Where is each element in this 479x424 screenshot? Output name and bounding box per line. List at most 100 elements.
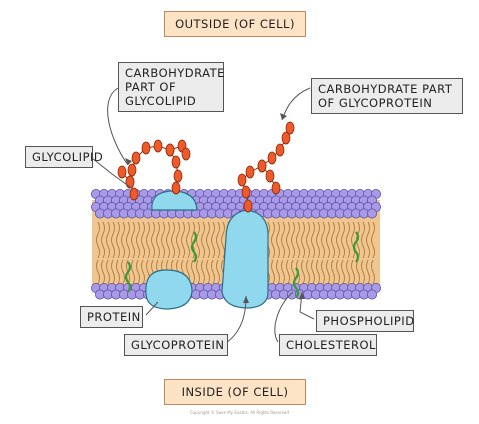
carbohydrate-unit xyxy=(117,165,127,179)
carbohydrate-unit xyxy=(125,175,135,189)
lipid-tail xyxy=(101,259,105,285)
lipid-tail xyxy=(116,259,120,285)
lipid-tail xyxy=(151,221,155,259)
lipid-tail xyxy=(336,259,340,285)
phospholipid-head xyxy=(366,208,377,219)
carbohydrate-unit xyxy=(265,169,275,183)
lipid-tail xyxy=(166,221,170,259)
lipid-tail xyxy=(281,221,285,259)
lipid-tail xyxy=(366,259,370,285)
lipid-tail xyxy=(371,221,375,259)
lipid-tail xyxy=(271,221,275,259)
lipid-tail xyxy=(101,221,105,259)
carbohydrate-unit xyxy=(129,187,139,201)
lipid-tail xyxy=(286,221,290,259)
lipid-tail xyxy=(301,259,305,285)
lipid-tail xyxy=(351,259,355,285)
carb-glycolipid-line-3: GLYCOLIPID xyxy=(125,94,197,108)
lipid-tail xyxy=(176,221,180,259)
lipid-tail xyxy=(286,259,290,285)
lipid-tail xyxy=(141,221,145,259)
lipid-tail xyxy=(311,259,315,285)
lipid-tails xyxy=(96,221,375,285)
glycoprotein-label: GLYCOPROTEIN xyxy=(124,334,228,356)
glycolipid-label: GLYCOLIPID xyxy=(25,146,103,168)
lipid-tail xyxy=(291,221,295,259)
lipid-tail xyxy=(161,221,165,259)
lipid-tail xyxy=(281,259,285,285)
carbohydrate-unit xyxy=(245,165,255,179)
lipid-tail xyxy=(271,259,275,285)
outside-cell-text: OUTSIDE (OF CELL) xyxy=(175,17,295,31)
lipid-tail xyxy=(211,221,215,259)
glycolipid-text: GLYCOLIPID xyxy=(32,150,104,164)
lipid-tail xyxy=(216,259,220,285)
lipid-tail xyxy=(191,259,195,285)
phospholipid-text: PHOSPHOLIPID xyxy=(323,314,415,328)
carbohydrate-unit xyxy=(181,147,191,161)
lipid-tail xyxy=(196,259,200,285)
carbohydrate-unit xyxy=(243,199,253,213)
glycoprotein-shape xyxy=(221,209,269,309)
lipid-tail xyxy=(96,221,100,259)
carb-glycoprotein-line-1: CARBOHYDRATE PART xyxy=(318,82,453,96)
protein-label: PROTEIN xyxy=(80,306,143,328)
lipid-tail xyxy=(331,259,335,285)
lipid-tail xyxy=(311,221,315,259)
lipid-tail xyxy=(356,259,360,285)
carbohydrate-unit xyxy=(127,163,137,177)
lipid-tail xyxy=(186,221,190,259)
cholesterol-squiggle xyxy=(292,267,300,299)
protein-top xyxy=(151,190,198,211)
lipid-tail xyxy=(131,259,135,285)
pointer-arrowheads xyxy=(125,113,305,303)
carbohydrate-unit xyxy=(267,151,277,165)
lipid-tail xyxy=(121,259,125,285)
carbohydrate-chains xyxy=(117,121,295,213)
lipid-tail xyxy=(156,221,160,259)
lipid-tail xyxy=(141,259,145,285)
carbohydrate-unit xyxy=(257,159,267,173)
lipid-tail xyxy=(181,221,185,259)
lipid-tail xyxy=(336,221,340,259)
lipid-tail xyxy=(136,259,140,285)
lipid-tail xyxy=(106,259,110,285)
lipid-tail xyxy=(146,221,150,259)
lipid-tail xyxy=(276,259,280,285)
lipid-tail xyxy=(306,221,310,259)
phospholipid-head xyxy=(366,289,377,300)
carbohydrate-unit xyxy=(165,143,175,157)
carb-glycolipid-line-1: CARBOHYDRATE xyxy=(125,66,225,80)
lipid-tail xyxy=(321,259,325,285)
lipid-tail xyxy=(326,259,330,285)
lipid-tail xyxy=(361,259,365,285)
lipid-tail xyxy=(361,221,365,259)
carbohydrate-unit xyxy=(131,151,141,165)
lipid-tail xyxy=(96,259,100,285)
carbohydrate-unit xyxy=(281,131,291,145)
carbohydrate-unit xyxy=(285,121,295,135)
carbohydrate-unit xyxy=(275,143,285,157)
cholesterol-label: CHOLESTEROL xyxy=(279,334,377,356)
carbohydrate-unit xyxy=(153,139,163,153)
lipid-tail xyxy=(136,221,140,259)
lipid-tail xyxy=(331,221,335,259)
carb-glycolipid-label: CARBOHYDRATE PART OF GLYCOLIPID xyxy=(118,62,224,112)
lipid-tail xyxy=(306,259,310,285)
lipid-tail xyxy=(316,221,320,259)
lipid-tail xyxy=(351,221,355,259)
lipid-tail xyxy=(131,221,135,259)
cholesterol-squiggle xyxy=(124,261,132,293)
carb-glycoprotein-label: CARBOHYDRATE PART OF GLYCOPROTEIN xyxy=(311,78,463,114)
protein-bottom xyxy=(145,269,193,310)
lipid-tail xyxy=(316,259,320,285)
carbohydrate-unit xyxy=(241,185,251,199)
inside-cell-text: INSIDE (OF CELL) xyxy=(181,385,289,399)
cholesterol-squiggle xyxy=(352,231,360,263)
cholesterol-molecules xyxy=(124,231,360,299)
lipid-tail xyxy=(201,221,205,259)
lipid-tail xyxy=(276,221,280,259)
lipid-tail xyxy=(366,221,370,259)
carbohydrate-unit xyxy=(141,141,151,155)
